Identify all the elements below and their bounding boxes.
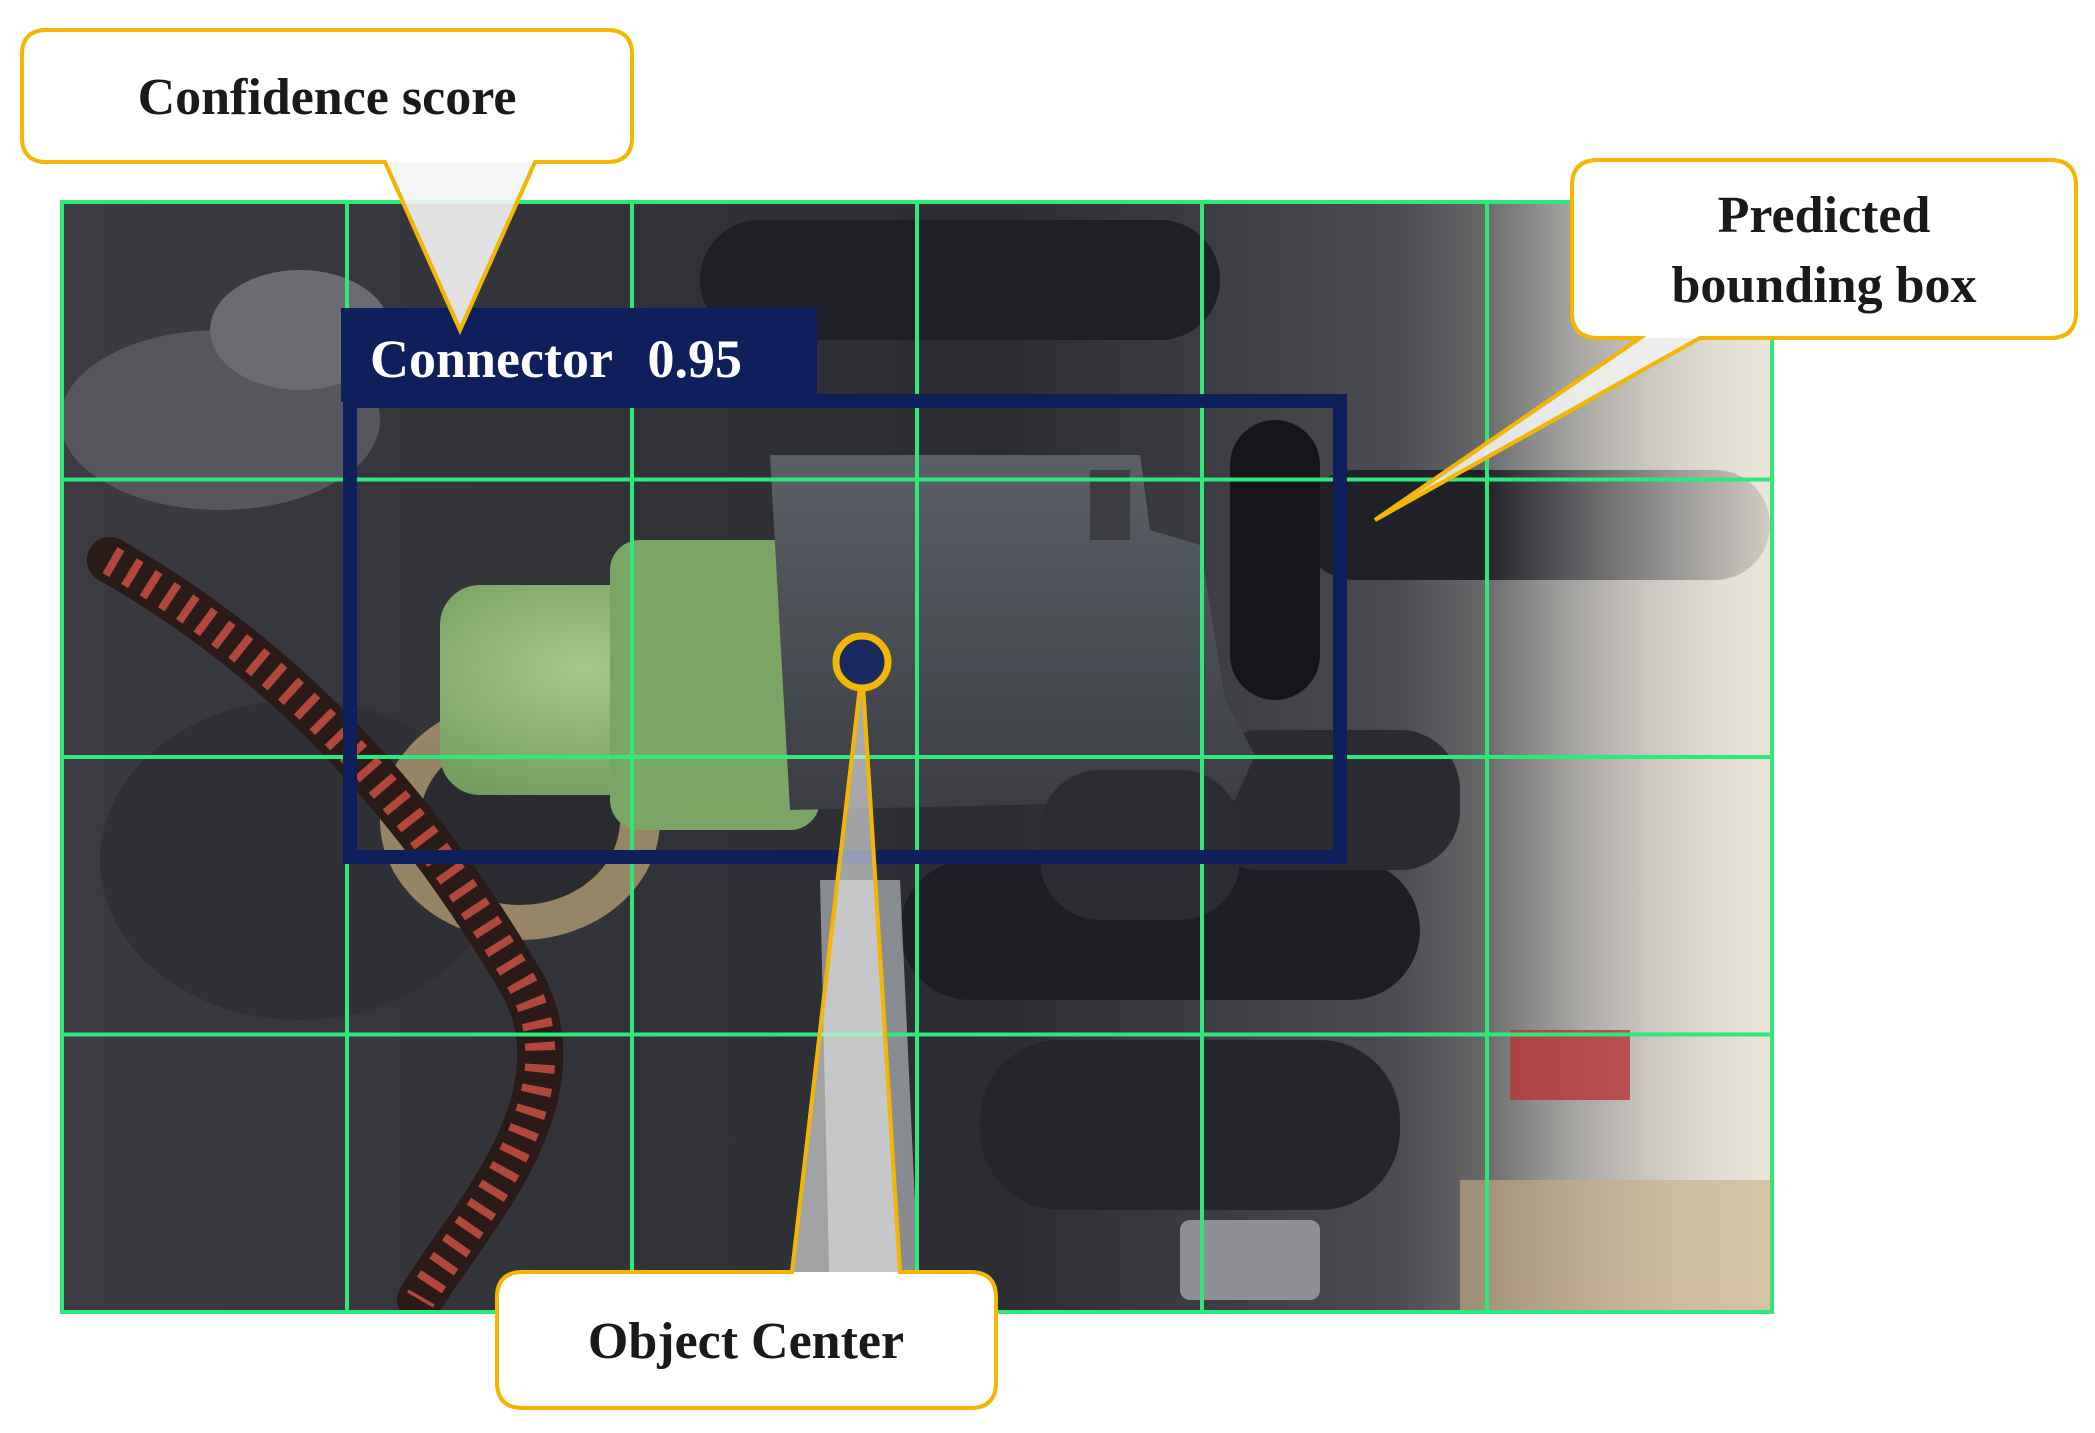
predicted-label-line2: bounding box [1672, 257, 1977, 314]
detection-label-tag: Connector 0.95 [341, 308, 817, 402]
confidence-score-callout: Confidence score [20, 28, 634, 335]
grid-cell [1485, 1032, 1774, 1314]
confidence-score-label: Confidence score [138, 69, 517, 126]
detection-class-label: Connector [370, 329, 612, 389]
object-center-marker [832, 632, 892, 692]
object-center-label: Object Center [588, 1313, 904, 1370]
svg-text:Connector 0.95: Connector 0.95 [370, 329, 742, 389]
predicted-bounding-box-callout: Predicted bounding box [1373, 158, 2078, 522]
object-center-callout: Object Center [495, 669, 998, 1410]
predicted-label-line1: Predicted [1718, 187, 1931, 244]
detection-score: 0.95 [647, 329, 742, 389]
